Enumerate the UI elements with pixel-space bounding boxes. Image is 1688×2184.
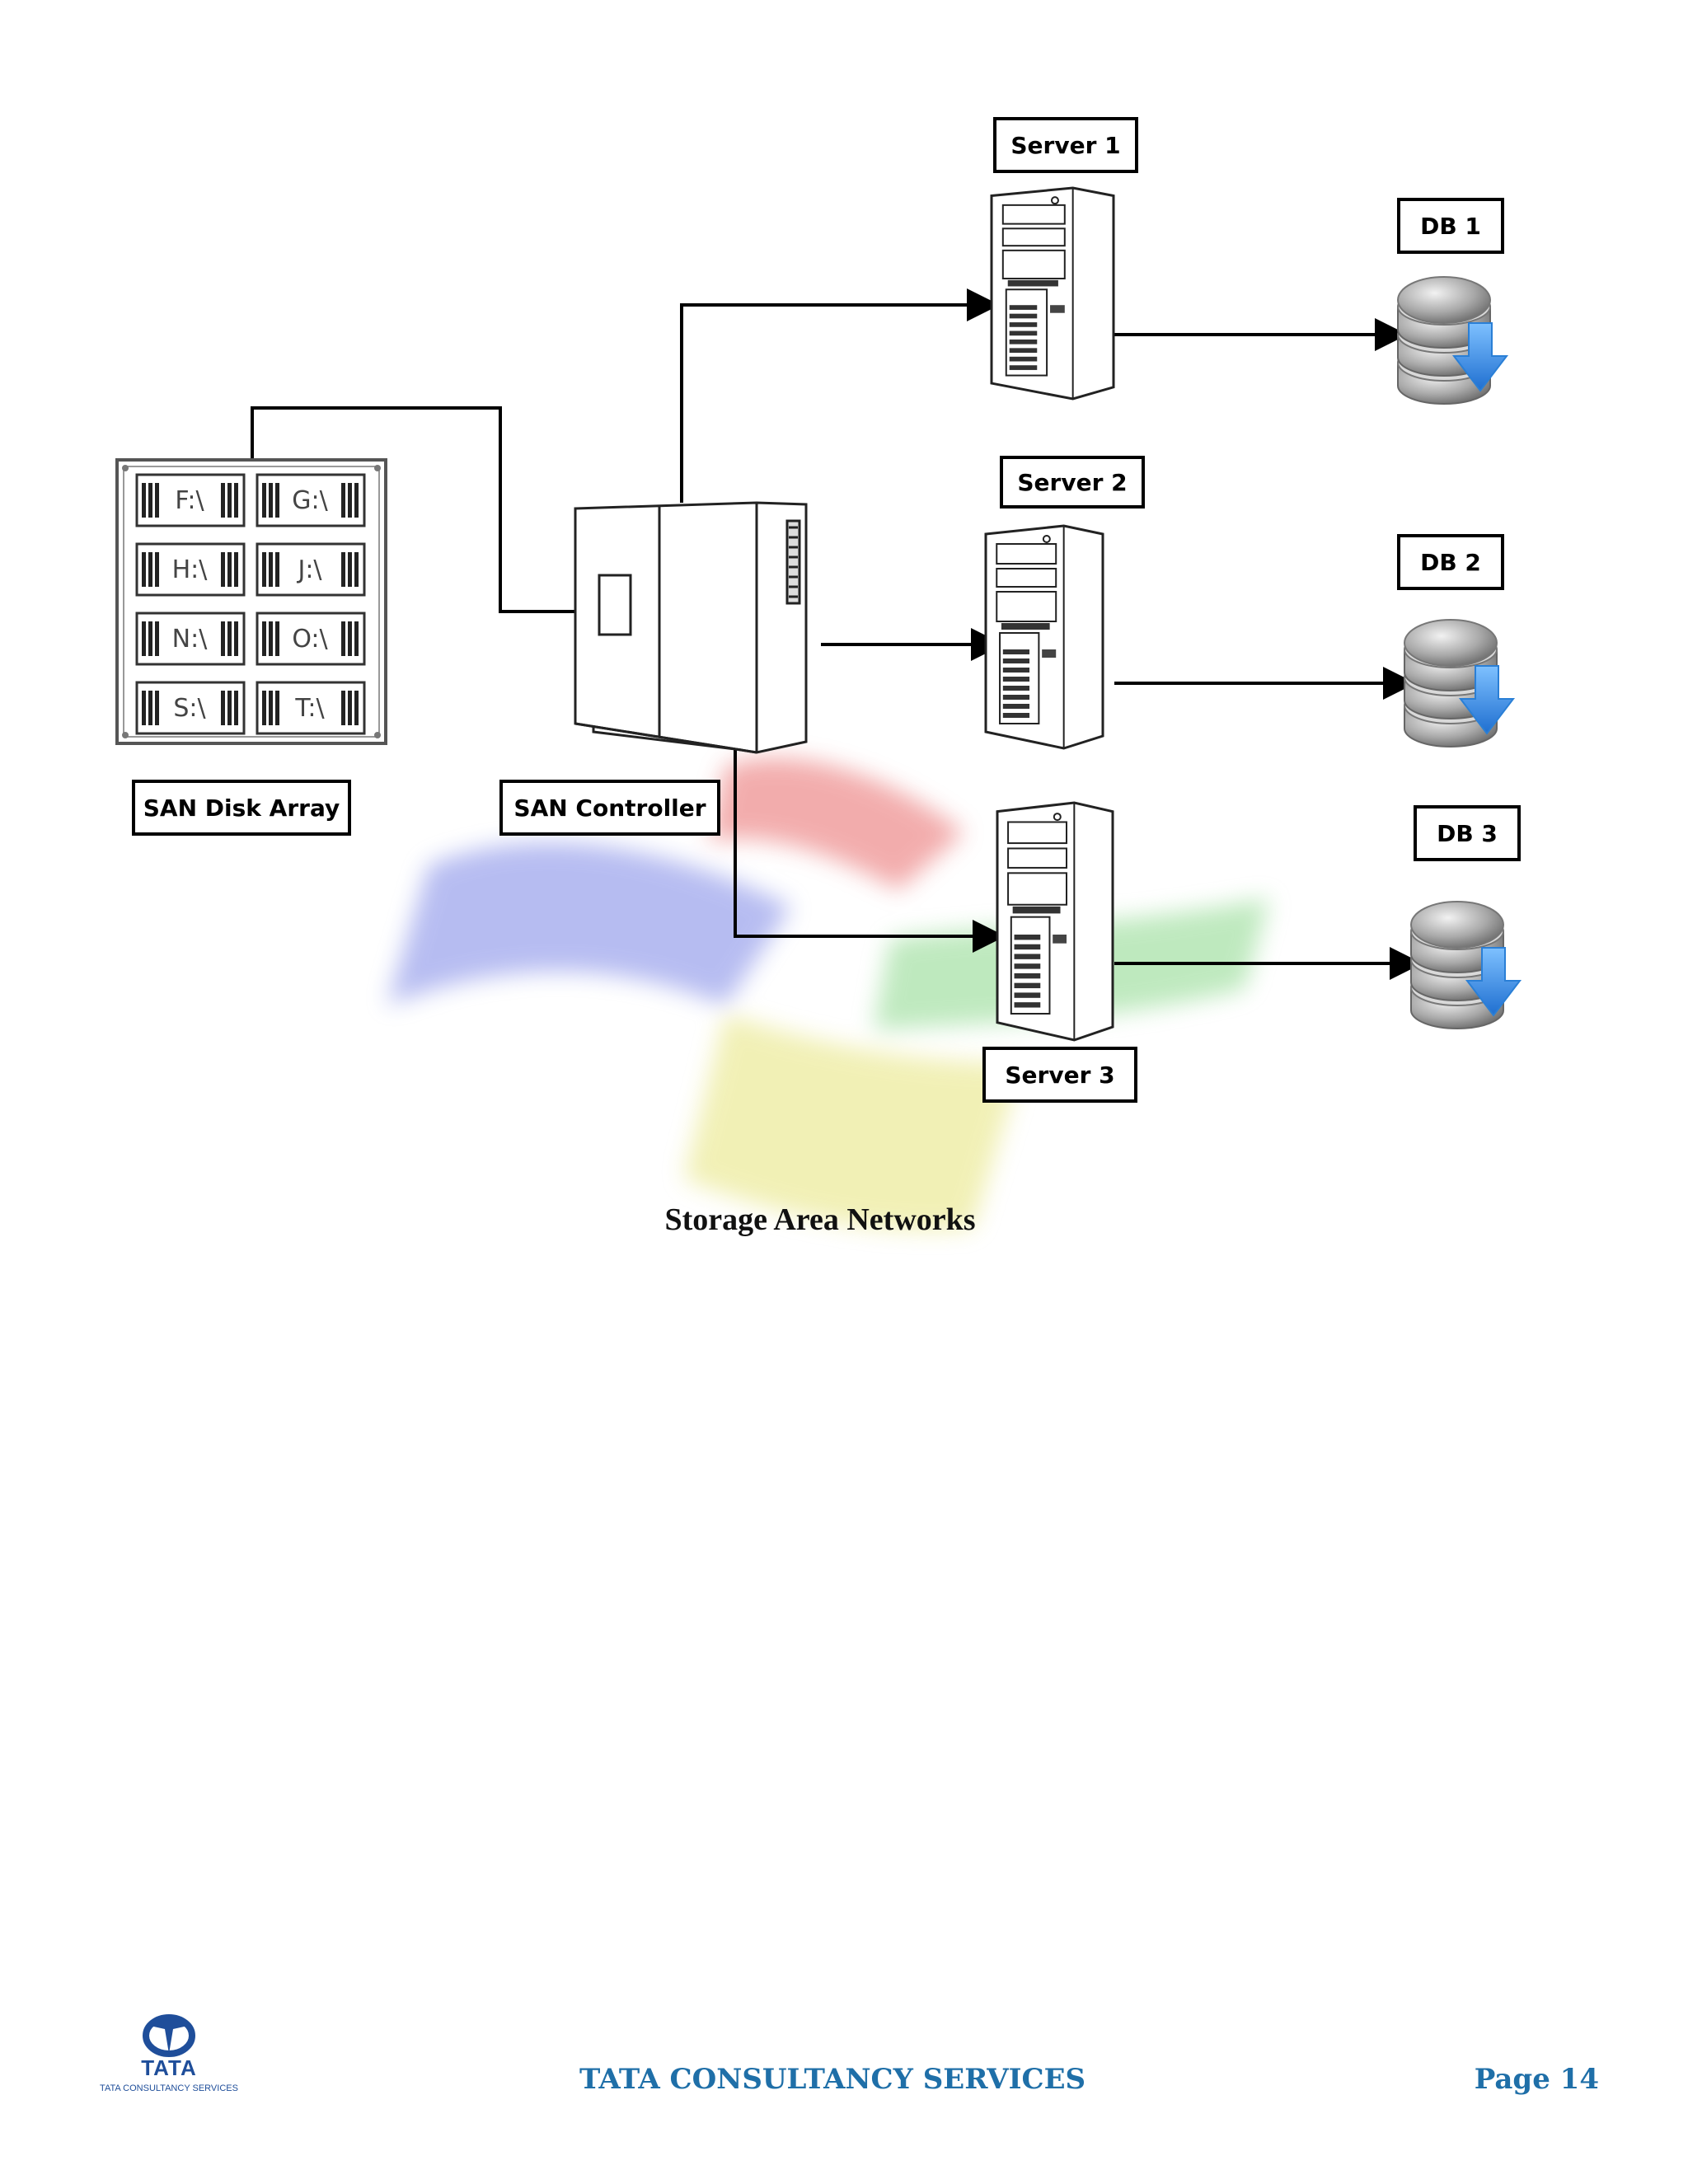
disk-slot: H:\ <box>135 542 246 597</box>
server1-label: Server 1 <box>993 117 1138 173</box>
line-controller-to-server1 <box>680 288 1000 503</box>
disk-array-icon: F:\ G:\ H:\ J:\ N:\ O:\ S:\ T:\ <box>115 458 387 745</box>
connector-lines <box>251 288 1423 980</box>
figure-caption: Storage Area Networks <box>664 1202 976 1237</box>
disk-slot: J:\ <box>256 542 366 597</box>
database-download-icon <box>1404 619 1516 748</box>
line-disk-to-controller <box>251 406 585 613</box>
db3-label: DB 3 <box>1414 805 1521 861</box>
tata-logo-subtitle: TATA CONSULTANCY SERVICES <box>100 2083 238 2093</box>
disk-slot-label: O:\ <box>292 625 328 654</box>
disk-slot: O:\ <box>256 612 366 666</box>
disk-slot-label: T:\ <box>294 694 325 723</box>
tata-logo-mark-icon <box>143 2014 195 2057</box>
disk-slot: F:\ <box>135 473 246 527</box>
san-disk-array-label: SAN Disk Array <box>132 780 351 836</box>
tower-server-icon <box>984 524 1104 750</box>
server2-label: Server 2 <box>1000 456 1145 509</box>
tata-logo-word: TATA <box>141 2055 197 2080</box>
footer-page-number: Page 14 <box>1474 2063 1599 2096</box>
tower-server-icon <box>990 186 1115 401</box>
disk-slot-label: N:\ <box>172 625 209 654</box>
disk-slot-label: G:\ <box>292 486 328 515</box>
disk-slot: G:\ <box>256 473 366 527</box>
disk-slot-label: S:\ <box>173 694 206 723</box>
database-download-icon <box>1397 276 1509 405</box>
disk-slot: S:\ <box>135 681 246 735</box>
line-controller-to-server3 <box>734 747 1006 953</box>
footer-company-name: TATA CONSULTANCY SERVICES <box>579 2063 1086 2096</box>
disk-slot: N:\ <box>135 612 246 666</box>
disk-slot: T:\ <box>256 681 366 735</box>
disk-slot-label: J:\ <box>296 555 322 584</box>
database-download-icon <box>1410 901 1522 1029</box>
san-controller-icon <box>574 501 808 754</box>
disk-slot-label: H:\ <box>172 555 209 584</box>
tata-logo: TATA TATA CONSULTANCY SERVICES <box>91 2011 247 2102</box>
disk-slot-label: F:\ <box>175 486 204 515</box>
db2-label: DB 2 <box>1397 534 1504 590</box>
tower-server-icon <box>996 801 1114 1042</box>
server3-label: Server 3 <box>982 1047 1137 1103</box>
san-controller-label: SAN Controller <box>499 780 720 836</box>
db1-label: DB 1 <box>1397 198 1504 254</box>
